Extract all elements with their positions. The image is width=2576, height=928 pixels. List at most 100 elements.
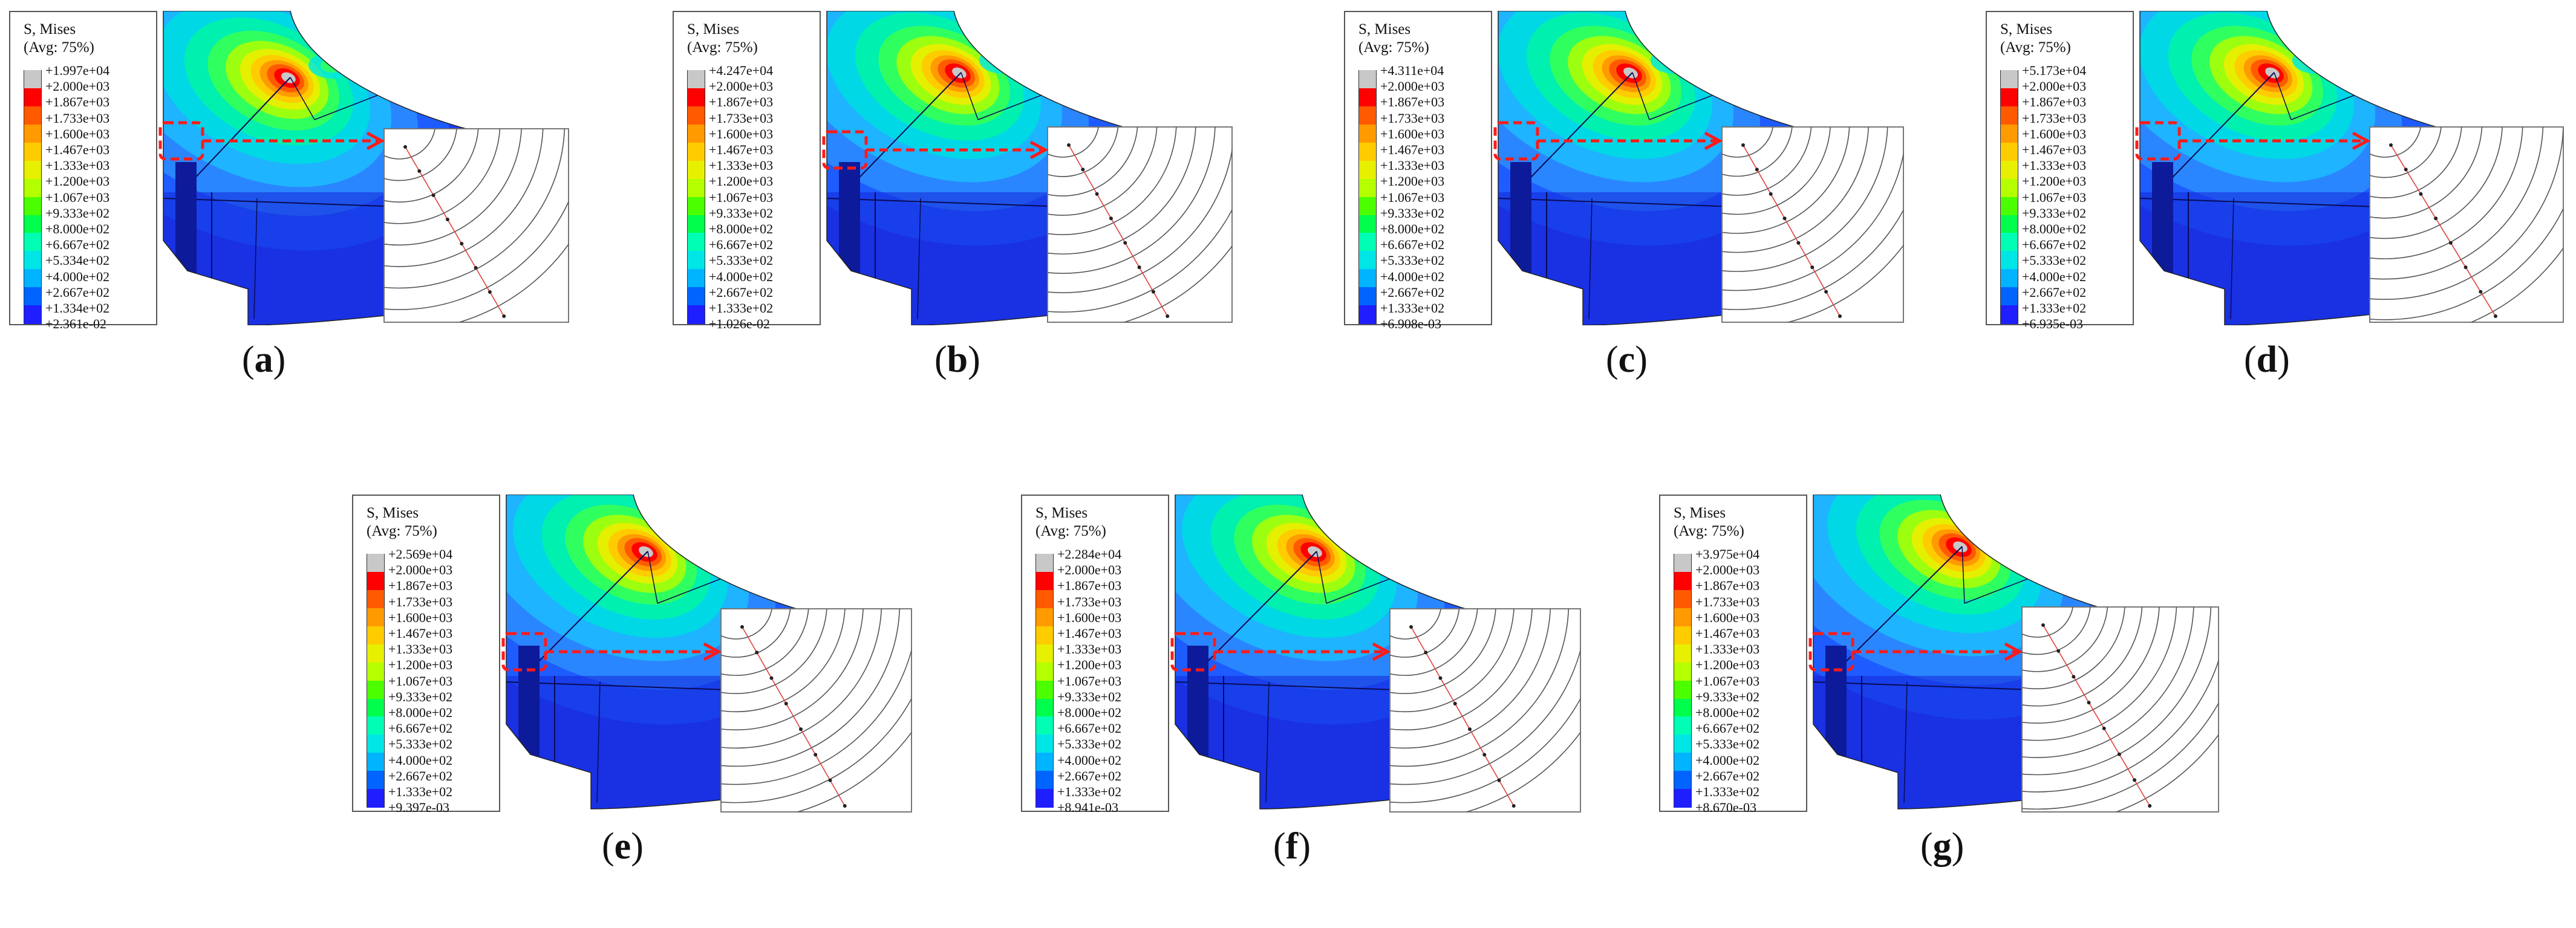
legend-swatch <box>1035 789 1054 808</box>
panel-letter: e <box>614 826 631 867</box>
legend-value: +8.000e+02 <box>45 221 110 236</box>
contour-plot-d <box>2135 11 2564 325</box>
legend-value: +2.000e+03 <box>2022 79 2087 94</box>
legend-value: +1.333e+02 <box>2022 300 2087 316</box>
legend-value: +2.667e+02 <box>1695 768 1760 784</box>
legend-c: S, Mises(Avg: 75%)+4.311e+04+2.000e+03+1… <box>1344 11 1492 331</box>
legend-value: +1.600e+03 <box>2022 126 2087 141</box>
legend-value: +4.000e+02 <box>388 752 453 768</box>
legend-swatch <box>367 789 385 808</box>
legend-swatch <box>24 233 42 252</box>
legend-swatch <box>2000 215 2018 234</box>
legend-value: +8.000e+02 <box>2022 221 2087 236</box>
legend-swatch <box>1358 124 1377 143</box>
legend-value: +8.000e+02 <box>1695 705 1760 720</box>
legend-value: +2.000e+03 <box>45 79 110 94</box>
legend-value: +2.667e+02 <box>1380 284 1445 300</box>
legend-value: +1.067e+03 <box>1695 673 1760 689</box>
legend-value: +6.908e-03 <box>1380 316 1441 332</box>
legend-value: +1.334e+02 <box>45 300 110 316</box>
legend-value: +1.867e+03 <box>2022 94 2087 110</box>
legend-value: +1.600e+03 <box>1695 609 1760 625</box>
legend-value: +1.067e+03 <box>45 189 110 205</box>
legend-title: S, Mises <box>367 505 419 521</box>
legend-value: +8.000e+02 <box>1057 705 1122 720</box>
legend-value: +6.935e-03 <box>2022 316 2083 332</box>
legend-swatch <box>24 124 42 143</box>
legend-value: +4.311e+04 <box>1380 63 1444 78</box>
legend-swatch <box>687 178 705 198</box>
legend-swatch <box>24 142 42 161</box>
legend-swatch <box>1035 680 1054 699</box>
legend-value: +1.867e+03 <box>709 94 774 110</box>
legend-swatch <box>24 160 42 180</box>
panel-letter: f <box>1285 826 1299 867</box>
legend-value: +9.333e+02 <box>1695 689 1760 704</box>
legend-value: +4.000e+02 <box>1380 268 1445 284</box>
legend-value: +9.397e-03 <box>388 800 449 816</box>
legend-value: +6.667e+02 <box>709 237 774 253</box>
zoom-inset <box>1047 126 1233 323</box>
legend-value: +2.000e+03 <box>388 562 453 578</box>
legend-value: +1.467e+03 <box>388 626 453 641</box>
panel-b: S, Mises(Avg: 75%)+4.247e+04+2.000e+03+1… <box>673 11 1235 331</box>
legend-swatch <box>1035 608 1054 627</box>
legend-value: +9.333e+02 <box>1380 205 1445 221</box>
legend-swatch <box>24 251 42 270</box>
panel-letter: a <box>254 339 273 380</box>
legend-value: +5.333e+02 <box>1380 253 1445 268</box>
legend-value: +1.333e+02 <box>1380 300 1445 316</box>
panel-caption: (b) <box>934 339 980 380</box>
legend-swatch <box>1674 571 1692 591</box>
legend-swatch <box>367 608 385 627</box>
arrowhead-icon <box>2352 131 2371 151</box>
legend-swatch <box>24 88 42 107</box>
legend-value: +5.333e+02 <box>709 253 774 268</box>
arrowhead-icon <box>1029 140 1049 160</box>
legend-value: +2.000e+03 <box>1057 562 1122 578</box>
legend-swatch <box>1035 698 1054 718</box>
legend-swatch <box>687 70 705 89</box>
legend-swatch <box>687 287 705 307</box>
legend-value: +4.000e+02 <box>1695 752 1760 768</box>
legend-swatch <box>1035 589 1054 609</box>
legend-swatch <box>1674 626 1692 645</box>
panel-a: S, Mises(Avg: 75%)+1.997e+04+2.000e+03+1… <box>9 11 572 331</box>
legend-value: +1.867e+03 <box>45 94 110 110</box>
legend-swatch <box>2000 178 2018 198</box>
legend-value: +1.333e+03 <box>1057 641 1122 657</box>
legend-value: +1.867e+03 <box>1380 94 1445 110</box>
legend-swatch <box>1035 735 1054 754</box>
legend-swatch <box>24 269 42 288</box>
legend-swatch <box>687 88 705 107</box>
legend-value: +1.467e+03 <box>1695 626 1760 641</box>
legend-e: S, Mises(Avg: 75%)+2.569e+04+2.000e+03+1… <box>352 495 500 816</box>
legend-value: +4.000e+02 <box>1057 752 1122 768</box>
legend-swatch <box>1674 716 1692 736</box>
legend-value: +5.173e+04 <box>2022 63 2087 78</box>
legend-swatch <box>1674 680 1692 699</box>
legend-subtitle: (Avg: 75%) <box>687 39 758 56</box>
legend-swatch <box>367 771 385 790</box>
legend-swatch <box>2000 160 2018 180</box>
arrowhead-icon <box>1704 131 1723 151</box>
legend-value: +2.000e+03 <box>1695 562 1760 578</box>
legend-value: +1.067e+03 <box>1057 673 1122 689</box>
legend-value: +2.000e+03 <box>1380 79 1445 94</box>
legend-swatch <box>687 305 705 325</box>
contour-plot-b <box>822 11 1233 325</box>
legend-d: S, Mises(Avg: 75%)+5.173e+04+2.000e+03+1… <box>1986 11 2134 331</box>
legend-swatch <box>367 716 385 736</box>
legend-title: S, Mises <box>1035 505 1088 521</box>
legend-swatch <box>687 160 705 180</box>
legend-swatch <box>1358 269 1377 288</box>
legend-swatch <box>1035 662 1054 681</box>
legend-value: +2.667e+02 <box>1057 768 1122 784</box>
legend-swatch <box>24 178 42 198</box>
legend-title: S, Mises <box>1358 21 1411 37</box>
panel-g: S, Mises(Avg: 75%)+3.975e+04+2.000e+03+1… <box>1659 495 2222 815</box>
legend-subtitle: (Avg: 75%) <box>2000 39 2071 56</box>
legend-swatch <box>2000 233 2018 252</box>
legend-value: +1.067e+03 <box>1380 189 1445 205</box>
panel-d: S, Mises(Avg: 75%)+5.173e+04+2.000e+03+1… <box>1986 11 2566 331</box>
